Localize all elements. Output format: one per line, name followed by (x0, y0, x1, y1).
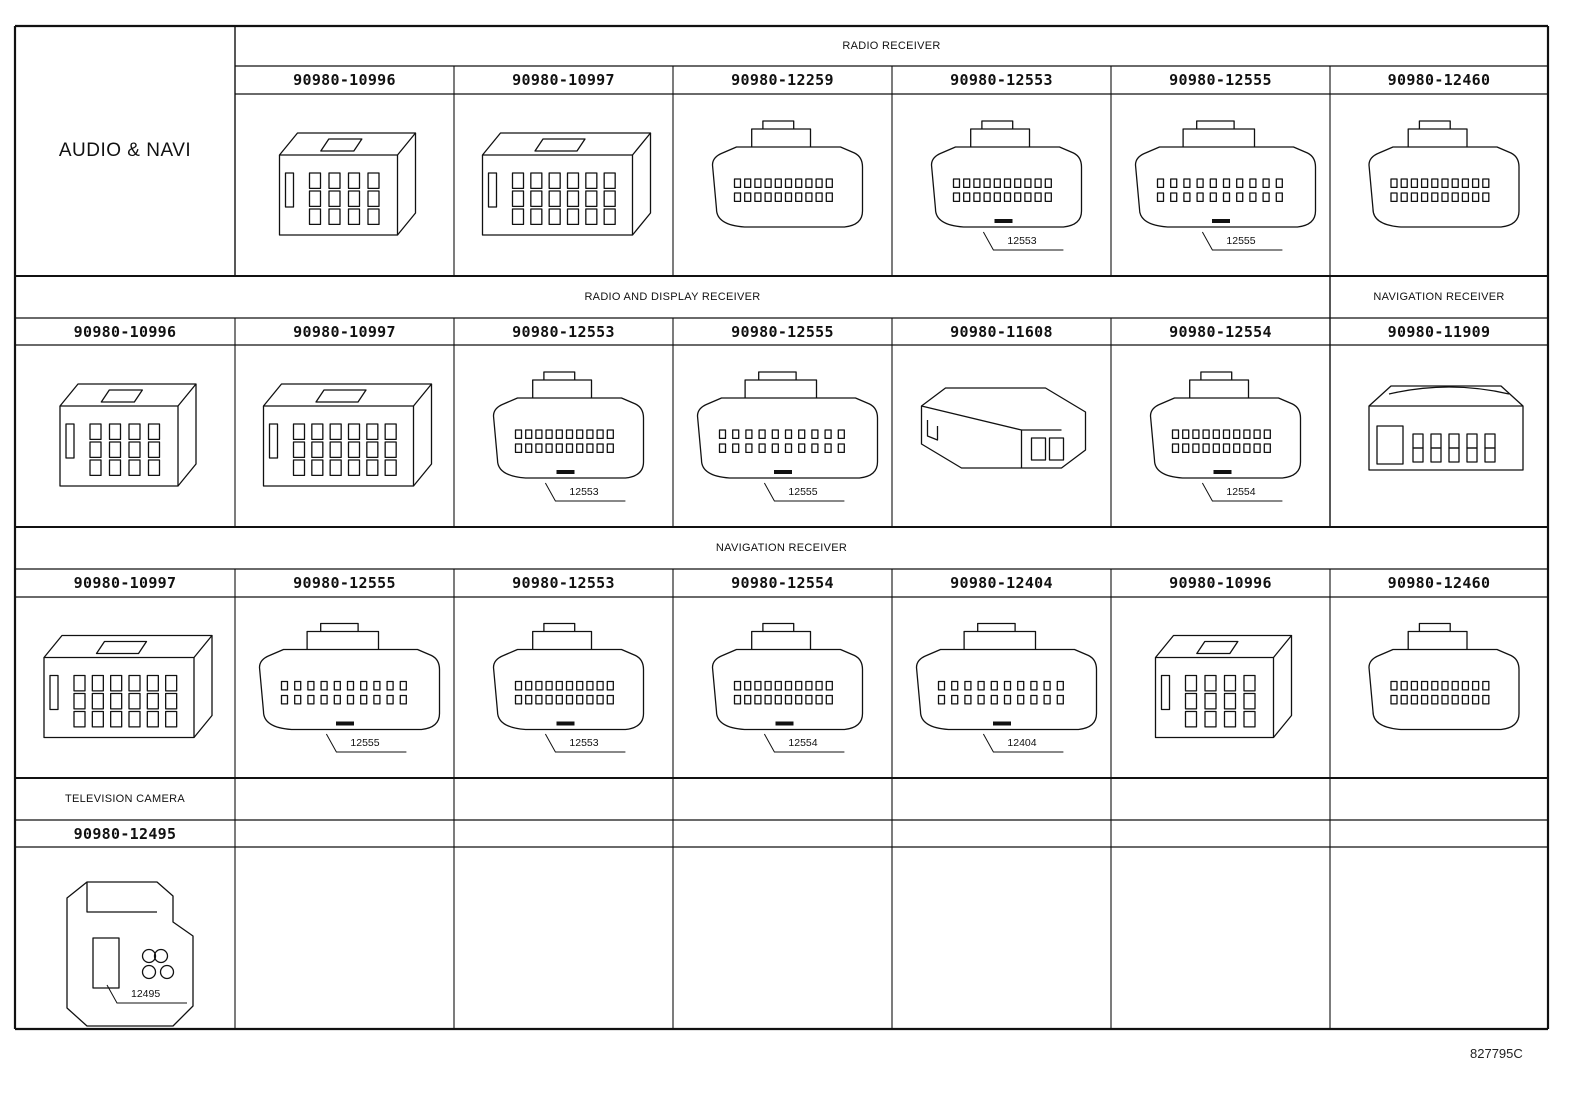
callout-label: 12555 (788, 486, 818, 498)
callout-label: 12495 (131, 988, 161, 1000)
part-number: 90980-12259 (731, 71, 834, 89)
connector-drawing (492, 371, 645, 502)
connector-drawing (492, 622, 645, 753)
part-number: 90980-10996 (293, 71, 396, 89)
part-number: 90980-12495 (73, 824, 177, 843)
connector-drawing (711, 120, 864, 228)
part-number: 90980-12404 (950, 574, 1053, 592)
connector-drawing (1134, 120, 1317, 251)
part-number: 90980-10997 (512, 71, 615, 89)
callout-label: 12554 (788, 737, 818, 749)
part-number: 90980-12555 (1169, 71, 1272, 89)
connector-drawing (262, 383, 433, 487)
part-number: 90980-12555 (731, 322, 834, 341)
connector-drawing (66, 881, 194, 1027)
connector-drawing (711, 622, 864, 753)
section-title: NAVIGATION RECEIVER (1373, 291, 1505, 303)
section-title: TELEVISION CAMERA (64, 793, 185, 805)
connector-drawing (258, 622, 441, 753)
callout-label: 12555 (350, 737, 380, 749)
part-number: 90980-12554 (1169, 322, 1272, 341)
part-number: 90980-10996 (1169, 574, 1272, 592)
part-number: 90980-10996 (73, 322, 177, 341)
part-number: 90980-11608 (950, 322, 1053, 341)
callout-label: 12555 (1226, 235, 1256, 247)
section-title: NAVIGATION RECEIVER (715, 542, 848, 554)
connector-drawing (915, 622, 1098, 753)
part-number: 90980-12555 (293, 574, 396, 592)
connector-drawing (1368, 622, 1520, 731)
connector-drawing (1154, 634, 1293, 739)
part-number: 90980-12460 (1387, 574, 1491, 592)
section-title: RADIO AND DISPLAY RECEIVER (584, 291, 761, 303)
connector-drawing (696, 371, 879, 502)
part-number: 90980-12553 (512, 574, 615, 592)
part-number: 90980-12553 (512, 322, 615, 341)
connector-drawing (278, 132, 417, 236)
part-number: 90980-10997 (73, 574, 177, 592)
part-number: 90980-12460 (1387, 71, 1491, 89)
callout-label: 12554 (1226, 486, 1256, 498)
part-number: 90980-10997 (293, 322, 396, 341)
section-title: RADIO RECEIVER (842, 40, 941, 52)
part-number: 90980-11909 (1387, 322, 1491, 341)
part-number: 90980-12554 (731, 574, 834, 592)
connector-drawing (920, 387, 1087, 469)
drawing-id: 827795C (1470, 1046, 1523, 1061)
callout-label: 12553 (569, 737, 599, 749)
connector-drawing (1149, 371, 1302, 502)
callout-label: 12553 (569, 486, 599, 498)
connector-drawing (43, 634, 213, 739)
part-number: 90980-12553 (950, 71, 1053, 89)
connector-drawing (59, 383, 197, 487)
callout-label: 12553 (1007, 235, 1037, 247)
connector-drawing (1368, 385, 1524, 471)
connector-drawing (1368, 120, 1520, 228)
callout-label: 12404 (1007, 737, 1037, 749)
main-label: AUDIO & NAVI (58, 140, 192, 161)
connector-drawing (930, 120, 1083, 251)
connector-drawing (481, 132, 652, 236)
